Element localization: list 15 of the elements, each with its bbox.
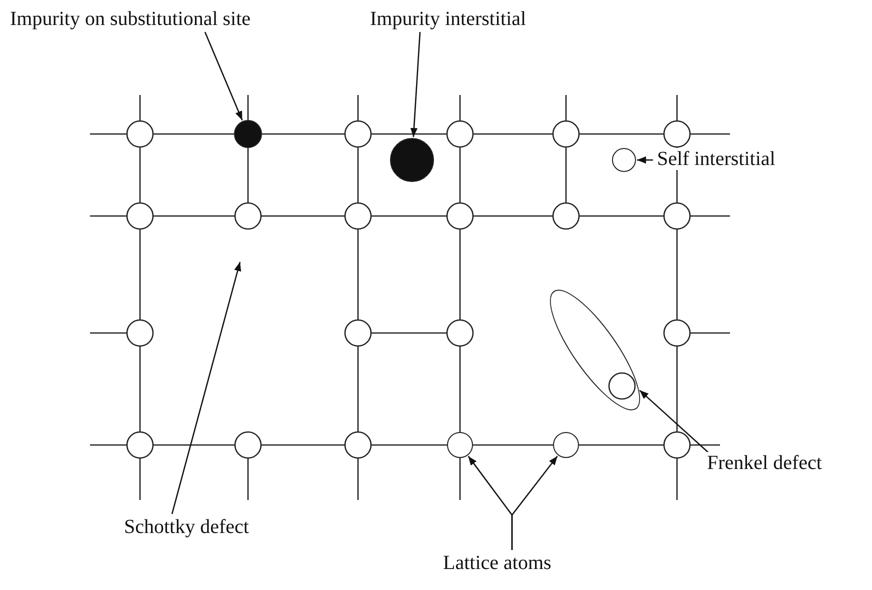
leader-line (410, 32, 421, 138)
impurity-atom (390, 138, 434, 182)
defect-label: Impurity interstitial (368, 8, 528, 30)
interstitial-atom (612, 148, 636, 172)
leader-line (171, 262, 242, 514)
leader-line (204, 32, 243, 120)
lattice-atom (447, 432, 473, 458)
leader-line (511, 456, 558, 550)
leader-line (637, 156, 653, 164)
defect-label: Impurity on substitutional site (8, 8, 253, 30)
leader-line (639, 390, 710, 454)
impurity-atom (234, 120, 262, 148)
defect-label: Self interstitial (655, 148, 778, 170)
defect-label: Schottky defect (122, 516, 251, 538)
lattice-atom (553, 432, 579, 458)
